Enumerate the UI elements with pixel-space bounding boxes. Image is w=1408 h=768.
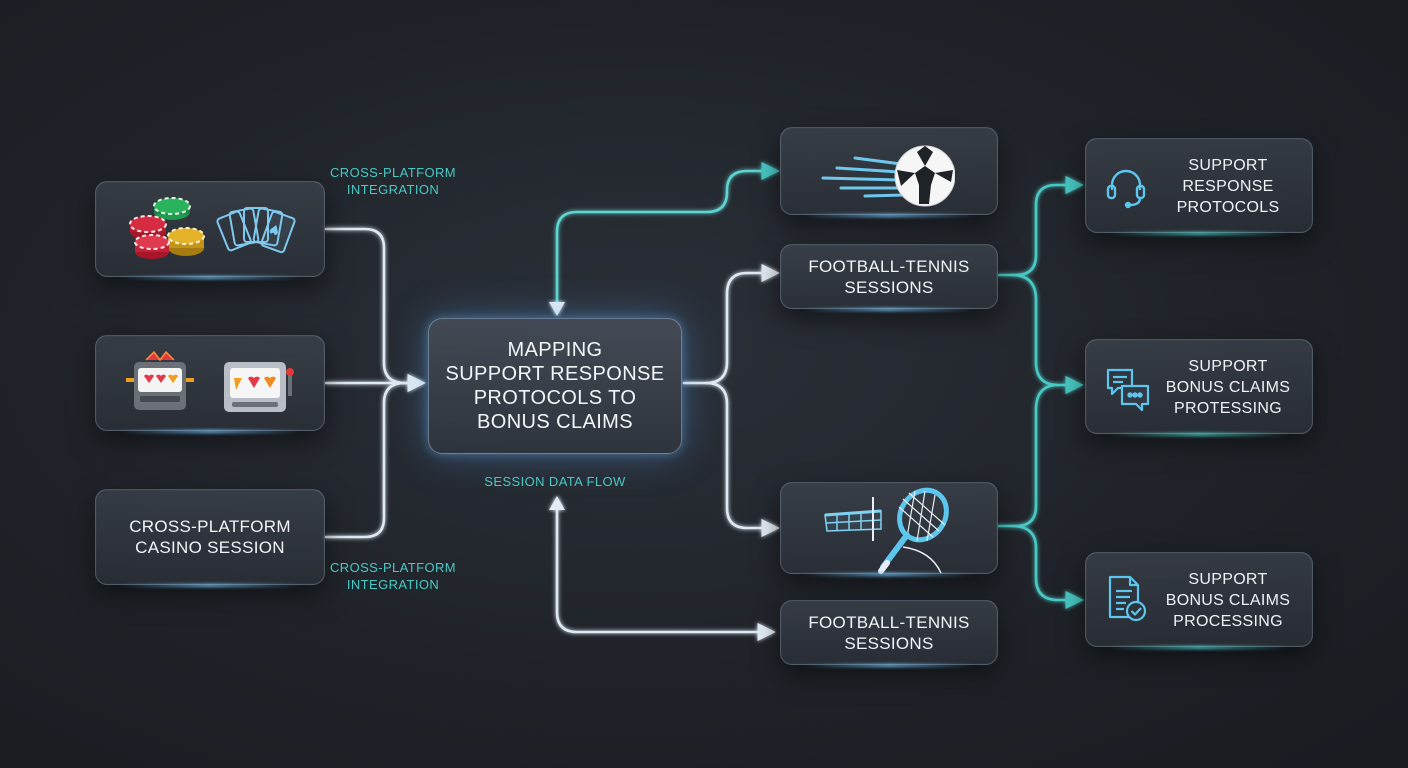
football-node[interactable] [780,127,998,215]
support-bonus-claims-b-label: Support Bonus Claims Processing [1165,571,1291,630]
connector-tennis-to-claims-a [997,383,1060,528]
connector-center-to-football [555,161,780,314]
chat-bubbles-icon [1104,364,1152,417]
central-mapping-title: Mapping Support Response Protocols to Bo… [445,339,665,433]
soccer-ball-icon [815,138,956,213]
support-response-protocols-label: Support Response Protocols [1176,157,1280,216]
football-tennis-sessions-top-node[interactable]: Football-Tennis Sessions [780,244,998,309]
support-bonus-claims-a-node[interactable]: Support Bonus Claims Protessing [1085,339,1313,434]
integration-label-bottom: Cross-Platform Integration [330,560,456,592]
slot-machine-icon [218,356,300,419]
connector-casino-to-center [324,227,426,393]
connector-tennis-to-claims-b [1010,524,1084,610]
integration-label-top: Cross-Platform Integration [330,165,456,197]
football-tennis-sessions-bottom-node[interactable]: Football-Tennis Sessions [780,600,998,665]
tennis-node[interactable] [780,482,998,574]
poker-chips-icon [124,196,208,267]
support-response-protocols-node[interactable]: Support Response Protocols [1085,138,1313,233]
connector-center-to-top-sessions [682,263,780,385]
arrow-up-into-flow-label [549,496,565,510]
slot-machine-icon [124,350,196,421]
casino-session-label: Cross-Platform Casino Session [129,517,291,557]
football-tennis-sessions-top-label: Football-Tennis Sessions [808,256,970,297]
document-check-icon [1106,573,1150,630]
football-tennis-sessions-bottom-label: Football-Tennis Sessions [808,612,970,653]
headset-icon [1104,165,1148,214]
support-bonus-claims-b-node[interactable]: Support Bonus Claims Processing [1085,552,1313,647]
tennis-racket-net-icon [821,485,961,580]
connector-center-to-bottom-sessions [555,498,776,642]
slot-games-node[interactable] [95,335,325,431]
casino-games-node[interactable] [95,181,325,277]
connector-sessions-to-protocols [997,175,1084,277]
session-data-flow-label: Session Data Flow [484,474,626,489]
connector-center-to-tennis [704,381,780,538]
connector-casino-session-to-center [324,381,407,539]
playing-cards-icon [216,200,296,265]
casino-session-node[interactable]: Cross-Platform Casino Session [95,489,325,585]
support-bonus-claims-a-label: Support Bonus Claims Protessing [1165,358,1291,417]
arrow-down-into-center [549,302,565,316]
central-mapping-node[interactable]: Mapping Support Response Protocols to Bo… [428,318,682,454]
connector-sessions-to-claims-a [1010,273,1084,395]
